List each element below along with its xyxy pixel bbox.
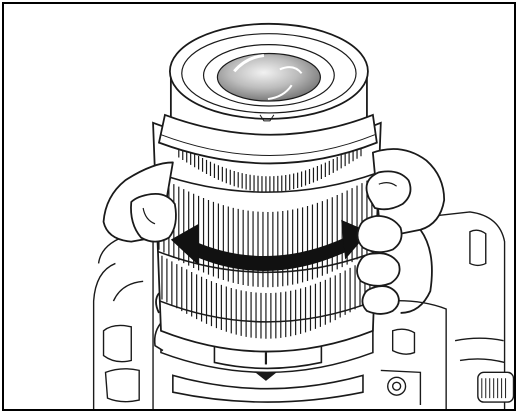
mode-dial-icon [477, 371, 514, 403]
left-hand-icon [102, 161, 177, 314]
lens-illustration [92, 22, 514, 409]
illustration-frame [2, 2, 516, 411]
lens-front [157, 22, 378, 165]
right-hand-icon [356, 148, 446, 315]
